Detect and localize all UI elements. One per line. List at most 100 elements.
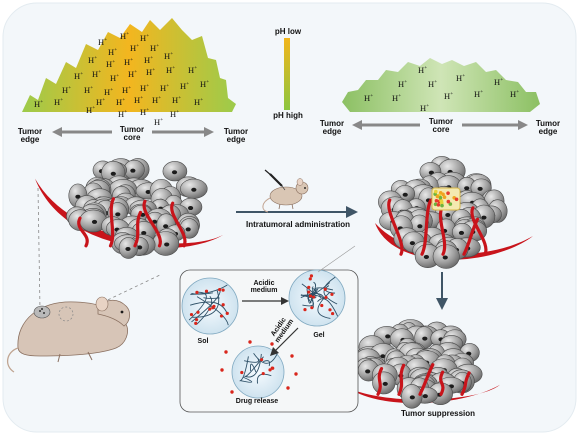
vessel-branch [470,206,488,256]
polymer-chain [310,287,319,301]
tumor-with-hydrogel [375,156,533,269]
proton-ion: H+ [494,77,504,87]
cell-nucleus [458,230,465,235]
polymer-chain [300,293,325,299]
vessel-branch [420,198,433,256]
proton-ion: H+ [154,117,164,127]
drug-molecule [323,287,327,291]
vessel-branch [142,199,162,248]
drug-molecule [328,308,332,312]
vessel-branch [170,201,187,248]
drug-molecule [307,290,311,294]
ph-low-label: pH low [274,27,302,36]
polymer-chain [189,301,228,315]
vessel-branch [108,197,115,248]
tumor-suppressed [350,319,500,409]
hydrogel-circle [288,269,346,327]
administration-label: Intratumoral administration [245,220,350,229]
drug-molecule [331,311,335,316]
drug-particle [438,195,443,200]
cell-nucleus [417,224,423,229]
tumor-edge-label-right-a: Tumor edge [223,127,249,145]
proton-ion: H+ [510,89,520,99]
proton-ion: H+ [110,73,120,83]
proton-ion: H+ [188,65,198,75]
sol-state-graphic [181,277,239,335]
ph-scale-bar [284,38,290,110]
polymer-chain [323,285,338,305]
polymer-chain [244,357,259,363]
drug-molecule [195,290,199,294]
proton-ion: H+ [54,97,64,107]
hydrogel-circle [231,345,285,399]
sol-label: Sol [197,338,209,345]
arrowhead [270,347,279,356]
polymer-chain [196,296,213,325]
drug-molecule [259,358,264,362]
blood-vessel [35,178,225,249]
drug-release-label: Drug release [235,398,279,405]
vessel-branch [418,363,435,396]
gel-label: Gel [313,332,325,339]
mouse-icon [7,296,130,373]
proton-ion: H+ [86,105,96,115]
inset-leader [317,245,356,273]
proton-ion: H+ [170,109,180,119]
cell-nucleus [422,336,428,341]
cell-nucleus [130,168,136,173]
drug-molecule [308,277,312,281]
polymer-chain [239,356,249,382]
cell-nucleus [409,395,415,400]
proton-ion: H+ [92,69,102,79]
cell-nucleus [141,231,147,236]
drug-particle [440,203,444,208]
cell-nucleus [125,246,131,251]
cell-nucleus [187,206,194,211]
proton-ion: H+ [120,31,130,41]
tumor-edge-label-left-b: Tumor edge [319,119,345,137]
polymer-chain [302,298,314,307]
cell-nucleus [137,245,143,250]
proton-ion: H+ [128,69,138,79]
proton-ion: H+ [122,85,132,95]
polymer-chain [190,284,228,295]
drug-molecule [268,368,272,372]
released-drug [248,340,252,344]
proton-ion: H+ [150,43,160,53]
projection-line [37,187,41,311]
drug-molecule [330,292,334,296]
released-drug [270,342,274,346]
polymer-chain [317,298,339,317]
drug-molecule [308,294,313,298]
proton-ion: H+ [420,103,430,113]
released-drug [294,372,298,376]
released-drug [220,368,224,372]
polymer-chain [256,373,272,384]
drug-particle [439,199,444,204]
drug-molecule [225,311,229,315]
polymer-chain [253,352,278,364]
cell-nucleus [423,254,429,259]
arrowhead [52,127,62,137]
proton-ion: H+ [200,79,210,89]
proton-ion: H+ [130,43,140,53]
drug-particle [434,198,439,203]
acidic-medium-label-top: Acidic medium [250,280,278,295]
polymer-chain [244,353,262,378]
proton-ion: H+ [104,87,114,97]
arrowhead [436,298,448,310]
drug-molecule [221,288,225,292]
arrowhead [281,297,289,305]
proton-ion: H+ [444,91,454,101]
cell-nucleus [191,187,197,192]
vessel-branch [438,205,447,256]
acidic-zone-left [22,18,236,112]
proton-ion: H+ [194,97,204,107]
cell-nucleus [477,186,483,191]
polymer-chain [317,291,331,319]
polymer-chain [203,297,220,299]
drug-molecule [194,318,199,322]
drug-molecule [311,295,316,299]
